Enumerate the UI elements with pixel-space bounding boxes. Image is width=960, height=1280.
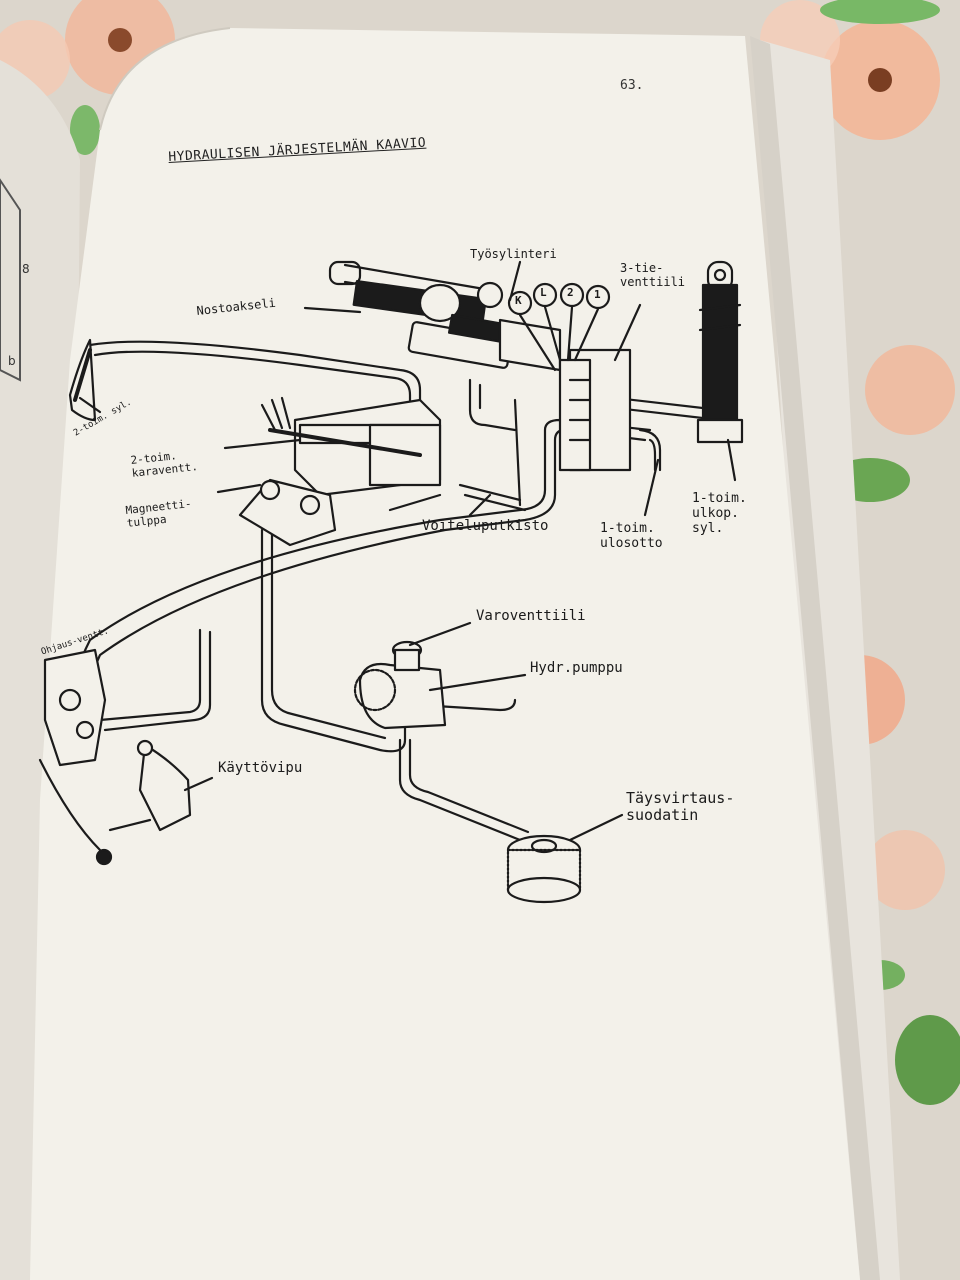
lever-1: 1 [594,288,601,301]
lever-l: L [540,286,547,299]
label-1-toim-ulkop-syl: 1-toim. ulkop. syl. [692,491,747,536]
label-hydr-pumppu: Hydr.pumppu [530,660,623,676]
left-page-mark-8: 8 [22,262,30,276]
label-1-toim-ulosotto: 1-toim. ulosotto [600,521,663,551]
book-page [30,28,860,1280]
hydraulic-schematic [38,260,744,904]
label-3-tie-venttiili: 3-tie- venttiili [620,261,686,289]
label-varoventtiili: Varoventtiili [476,608,586,624]
label-tyosylinteri: Työsylinteri [470,247,557,261]
page-number: 63. [620,78,644,93]
label-voiteluputkisto: Voiteluputkisto [422,518,549,534]
left-page-mark-b: b [8,354,16,368]
label-taysvirtaussuodatin: Täysvirtaus- suodatin [626,789,735,825]
label-kayttovipu: Käyttövipu [218,760,303,776]
lever-2: 2 [567,286,574,299]
lever-k: K [515,294,522,307]
